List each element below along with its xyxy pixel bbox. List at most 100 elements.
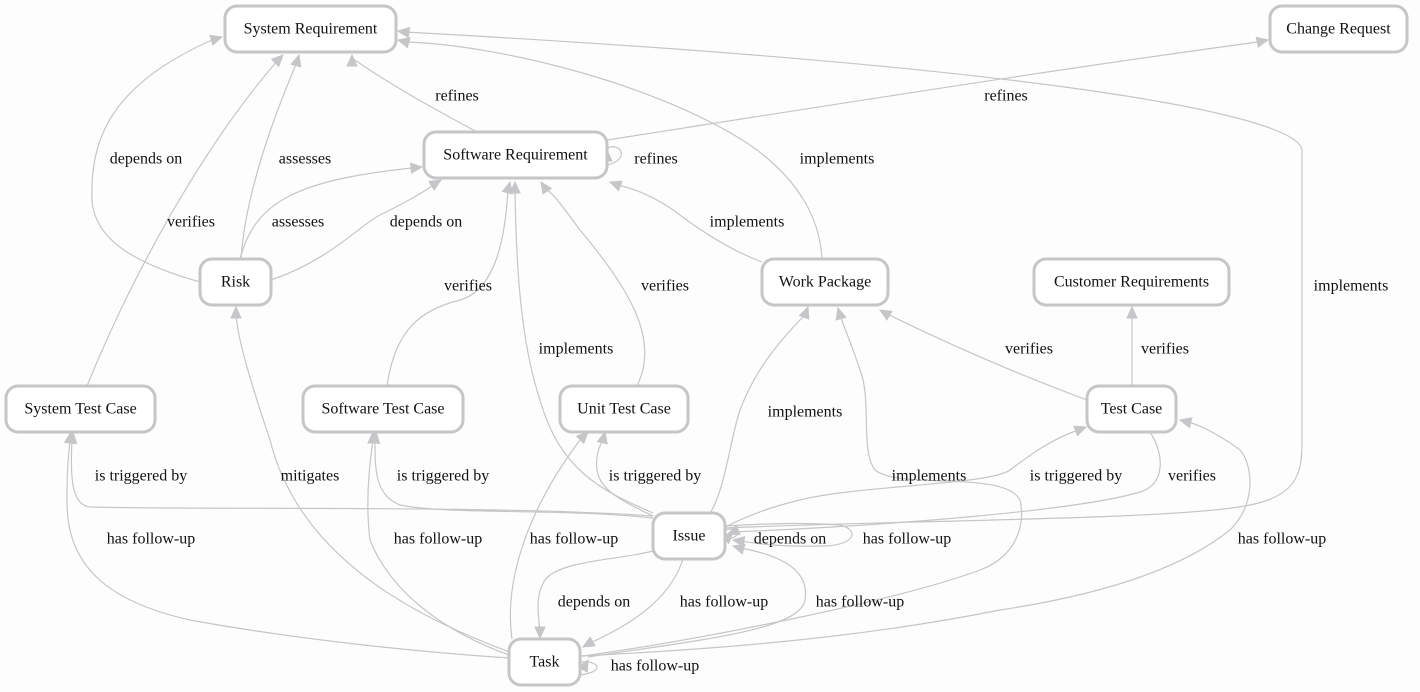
edge-line [66, 439, 510, 659]
edge-line [367, 439, 510, 656]
arrowhead-icon [608, 180, 623, 192]
arrowhead-icon [367, 430, 379, 444]
edge-wp-to-swreq [608, 180, 763, 263]
node-box [558, 384, 690, 434]
edge-tc-to-custreq [1126, 305, 1138, 386]
arrowhead-icon [509, 180, 521, 194]
edge-risk-to-swreq [270, 179, 443, 281]
edge-line [270, 182, 437, 281]
arrowhead-icon [596, 430, 608, 445]
edge-swreq-to-chgreq [606, 36, 1270, 141]
node-unittc[interactable]: Unit Test Case [558, 384, 690, 434]
node-box [422, 130, 609, 180]
edge-label: implements [1314, 278, 1389, 295]
edge-label: implements [710, 214, 785, 231]
nodes-layer: System Requirement Change RequestSoftware… [4, 4, 1409, 687]
node-swreq[interactable]: Software Requirement [422, 130, 609, 180]
edge-line [70, 439, 654, 517]
edge-task-to-wp [575, 306, 1023, 658]
edge-line [595, 439, 654, 517]
edge-label: verifies [1141, 341, 1189, 358]
node-sysreq[interactable]: System Requirement [223, 4, 398, 54]
edge-line [606, 146, 622, 166]
arrowhead-icon [270, 54, 284, 68]
edge-label: is triggered by [1030, 468, 1122, 485]
node-chgreq[interactable]: Change Request [1268, 4, 1409, 54]
edge-label: refines [984, 88, 1028, 105]
node-systc[interactable]: System Test Case [4, 384, 157, 434]
node-custreq[interactable]: Customer Requirements [1032, 257, 1231, 307]
edge-issue-to-task [581, 558, 684, 648]
arrowhead-icon [346, 53, 358, 67]
edge-line [351, 57, 478, 133]
edge-task-to-task [577, 658, 598, 676]
edge-line [579, 421, 1251, 657]
edge-line [732, 431, 1161, 533]
node-tc[interactable]: Test Case [1085, 384, 1178, 434]
edge-line [405, 41, 823, 260]
edge-label: depends on [754, 531, 826, 548]
edge-line [235, 314, 519, 656]
arrowhead-icon [731, 543, 746, 555]
node-risk[interactable]: Risk [198, 257, 273, 307]
arrowhead-icon [396, 26, 411, 39]
edge-line [86, 59, 279, 387]
node-box [1085, 384, 1178, 434]
node-label: Test Case [1101, 401, 1163, 418]
edge-label: has follow-up [530, 531, 618, 548]
edge-label: is triggered by [397, 468, 489, 485]
node-label: Work Package [779, 274, 871, 291]
edge-label: is triggered by [95, 468, 187, 485]
edge-line [514, 189, 654, 514]
arrowhead-icon [209, 34, 224, 46]
arrowhead-icon [290, 53, 302, 68]
edge-line [587, 547, 807, 658]
edge-line [579, 661, 598, 676]
node-box [651, 511, 727, 561]
edge-label: has follow-up [680, 594, 768, 611]
edge-line [91, 39, 213, 283]
edge-line [374, 439, 654, 519]
edge-label: has follow-up [816, 594, 904, 611]
arrowhead-icon [63, 430, 76, 445]
arrowhead-icon [540, 180, 553, 195]
edge-label: has follow-up [1238, 531, 1326, 548]
edge-task-to-systc [63, 430, 510, 659]
node-task[interactable]: Task [507, 637, 582, 687]
edge-swtc-to-swreq [386, 180, 513, 387]
edge-risk-to-sysreq [91, 34, 224, 283]
edge-issue-to-task [534, 550, 654, 640]
node-swtc[interactable]: Software Test Case [301, 384, 465, 434]
arrowhead-icon [798, 305, 810, 320]
node-box [1268, 4, 1409, 54]
node-wp[interactable]: Work Package [760, 257, 890, 307]
edge-label: refines [435, 88, 479, 105]
arrowhead-icon [1255, 36, 1270, 48]
edge-issue-to-tc [724, 425, 1088, 528]
edge-label: assesses [272, 214, 324, 231]
edge-label: depends on [110, 151, 182, 168]
node-label: System Requirement [244, 21, 378, 38]
edge-line [509, 439, 581, 640]
arrowhead-icon [878, 309, 893, 321]
node-label: Customer Requirements [1054, 274, 1209, 291]
edge-label: verifies [167, 214, 215, 231]
edge-label: has follow-up [107, 531, 195, 548]
arrowhead-icon [835, 306, 847, 321]
edge-task-to-unittc [509, 431, 589, 640]
edge-label: implements [768, 404, 843, 421]
edge-line [240, 61, 298, 260]
arrowhead-icon [428, 179, 443, 191]
edge-label: verifies [641, 278, 689, 295]
node-label: Change Request [1286, 21, 1391, 38]
edge-label: implements [892, 468, 967, 485]
edge-task-to-risk [230, 305, 519, 656]
arrowhead-icon [575, 431, 589, 445]
edge-tc-to-wp [878, 309, 1088, 401]
node-label: Software Test Case [322, 401, 445, 418]
arrowhead-icon [577, 658, 589, 673]
edge-task-to-issue [587, 543, 807, 658]
node-issue[interactable]: Issue [651, 511, 727, 561]
